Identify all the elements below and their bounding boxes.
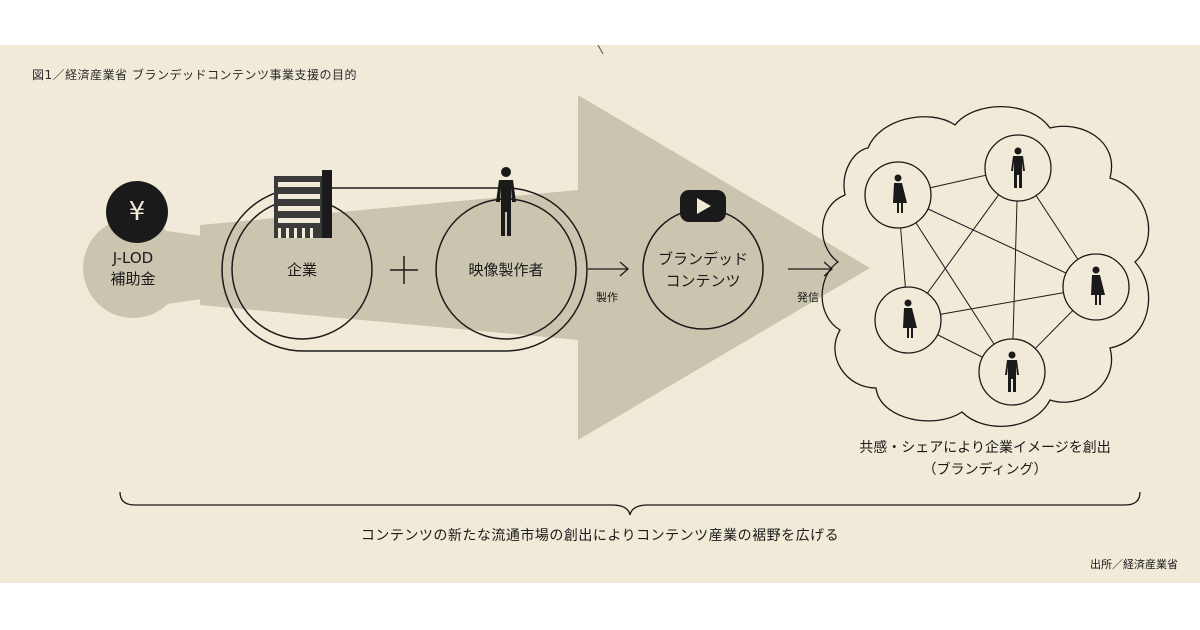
man-icon [1011,147,1025,188]
network-caption-line2: （ブランディング） [922,462,1048,478]
yen-symbol: ¥ [128,197,146,227]
network-nodes [864,134,1130,406]
woman-icon [1091,266,1105,305]
source-note: 出所／経済産業省 [1090,558,1178,571]
plus-sign [390,256,418,284]
cloud-icon [821,105,1150,427]
publish-arrow [788,261,833,277]
arrow-shape [200,95,870,440]
building-icon [274,170,332,238]
subsidy-blob [83,218,183,318]
subsidy-label-line1: J-LOD [112,249,154,267]
man-icon [1005,351,1019,392]
play-button-icon [680,190,726,222]
big-arrow [83,95,870,440]
woman-icon [893,174,907,213]
produce-arrow [588,261,629,277]
collab-outline [221,187,588,352]
top-tick-mark [597,44,604,55]
woman-icon [903,299,917,338]
branded-label-line1: ブランデッド [657,250,748,268]
figure-caption: 図1／経済産業省 ブランデッドコンテンツ事業支援の目的 [32,68,357,82]
yen-icon [106,181,168,243]
network-caption-line1: 共感・シェアにより企業イメージを創出 [859,440,1111,456]
produce-label: 製作 [596,291,618,304]
bottom-summary: コンテンツの新たな流通市場の創出によりコンテンツ産業の裾野を広げる [360,528,840,544]
bottom-brace [119,491,1141,516]
producer-label: 映像製作者 [468,261,544,279]
company-label: 企業 [286,261,317,279]
person-icon [496,167,516,236]
subsidy-label-line2: 補助金 [110,270,156,288]
publish-label: 発信 [797,291,819,304]
branded-label-line2: コンテンツ [665,272,741,290]
